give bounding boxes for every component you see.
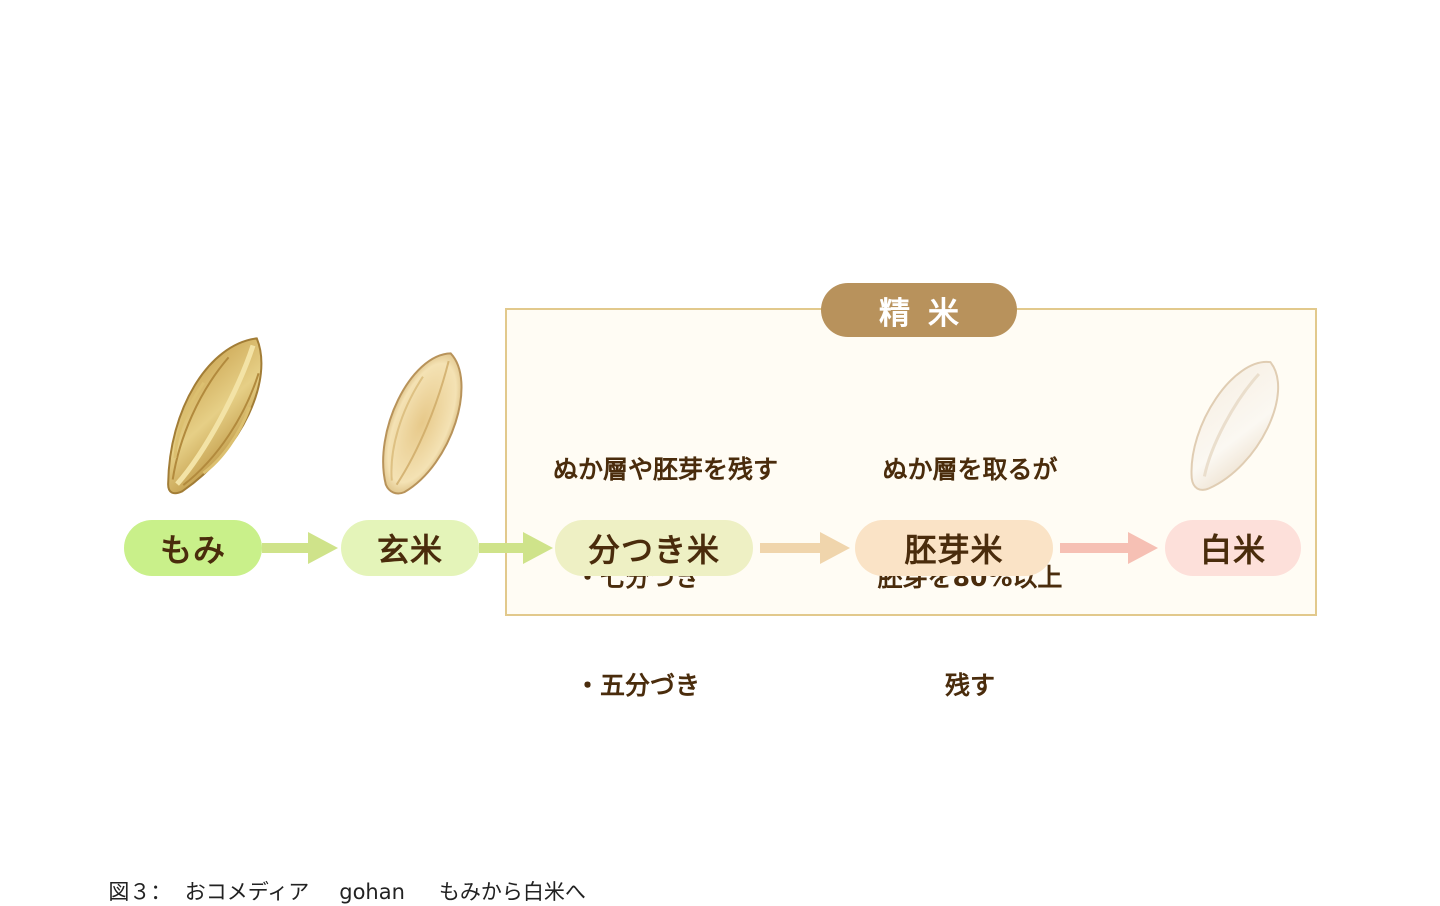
stage-haiga: 胚芽米	[855, 520, 1053, 576]
caption-figure: 図３：	[108, 880, 172, 904]
haiga-note-line: 残す	[944, 671, 995, 700]
figure-caption: 図３： おコメディア gohan もみから白米へ	[95, 852, 586, 906]
genmai-grain-icon	[382, 352, 463, 495]
momi-grain-icon	[167, 337, 263, 495]
caption-title: もみから白米へ	[438, 880, 586, 904]
arrow-right-icon	[1060, 532, 1158, 564]
caption-site: gohan	[339, 880, 405, 904]
caption-source: おコメディア	[184, 880, 310, 904]
refining-title: 精米	[821, 283, 1017, 337]
arrow-right-icon	[760, 532, 850, 564]
stage-genmai: 玄米	[341, 520, 479, 576]
stage-momi: もみ	[124, 520, 262, 576]
bunzuki-note: ぬか層や胚芽を残す ・七分づき ・五分づき	[553, 380, 778, 740]
bunzuki-note-line: ぬか層や胚芽を残す	[553, 455, 779, 484]
hakumai-grain-icon	[1190, 361, 1280, 491]
haiga-note-line: ぬか層を取るが	[882, 455, 1058, 484]
bunzuki-note-line: ・五分づき	[575, 671, 701, 700]
arrow-right-icon	[262, 532, 338, 564]
stage-hakumai: 白米	[1165, 520, 1301, 576]
arrow-right-icon	[479, 532, 553, 564]
stage-bunzuki: 分つき米	[555, 520, 753, 576]
